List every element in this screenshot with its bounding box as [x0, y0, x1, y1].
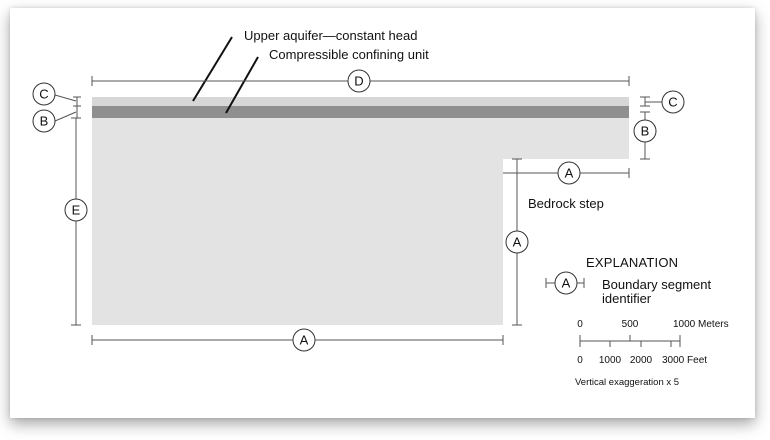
confining-unit-band [92, 106, 629, 118]
segment-d-circle [347, 69, 371, 93]
explanation-line1: Boundary segment [602, 277, 712, 292]
scale-f-2000: 2000 [630, 355, 653, 366]
segment-b-right-letter: B [641, 124, 650, 139]
scale-f-1000: 1000 [599, 355, 622, 366]
segment-c-right-letter: C [668, 95, 677, 110]
segment-a-step-circle [557, 161, 581, 185]
scale-f-3000: 3000 Feet [662, 355, 707, 366]
segment-c-left-circle [32, 82, 56, 106]
model-domain [92, 97, 629, 325]
segment-a-right-letter: A [513, 235, 522, 250]
segment-c-left-letter: C [39, 87, 48, 102]
segment-a-bottom-letter: A [300, 333, 309, 348]
left-b-leader [54, 111, 77, 122]
scale-f-0: 0 [577, 355, 583, 366]
explanation-title: EXPLANATION [586, 255, 678, 270]
scale-m-1000: 1000 Meters [673, 319, 729, 330]
upper-aquifer-band [92, 97, 629, 106]
segment-b-left-circle [32, 109, 56, 133]
confining-unit-leader [225, 56, 259, 114]
upper-aquifer-label: Upper aquifer—constant head [244, 28, 417, 43]
scale-m-0: 0 [577, 319, 583, 330]
scale-bar: 0 500 1000 Meters 0 1000 2000 3000 Feet [577, 319, 728, 366]
vertical-exaggeration-note: Vertical exaggeration x 5 [575, 377, 679, 388]
confining-unit-label: Compressible confining unit [269, 47, 429, 62]
explanation-line2: identifier [602, 291, 652, 306]
segment-e-letter: E [72, 203, 81, 218]
bedrock-step-label: Bedrock step [528, 196, 604, 211]
segment-b-left-letter: B [40, 114, 49, 129]
explanation-symbol-letter: A [562, 276, 571, 291]
left-c-leader [54, 94, 77, 102]
segment-a-bottom-circle [292, 328, 316, 352]
scale-m-500: 500 [622, 319, 639, 330]
segment-d-letter: D [354, 74, 363, 89]
segment-e-circle [64, 198, 88, 222]
segment-a-right-circle [505, 230, 529, 254]
upper-aquifer-leader [192, 36, 233, 102]
segment-b-right-circle [633, 119, 657, 143]
segment-a-step-letter: A [565, 166, 574, 181]
explanation-symbol-circle [554, 271, 578, 295]
segment-c-right-circle [661, 90, 685, 114]
